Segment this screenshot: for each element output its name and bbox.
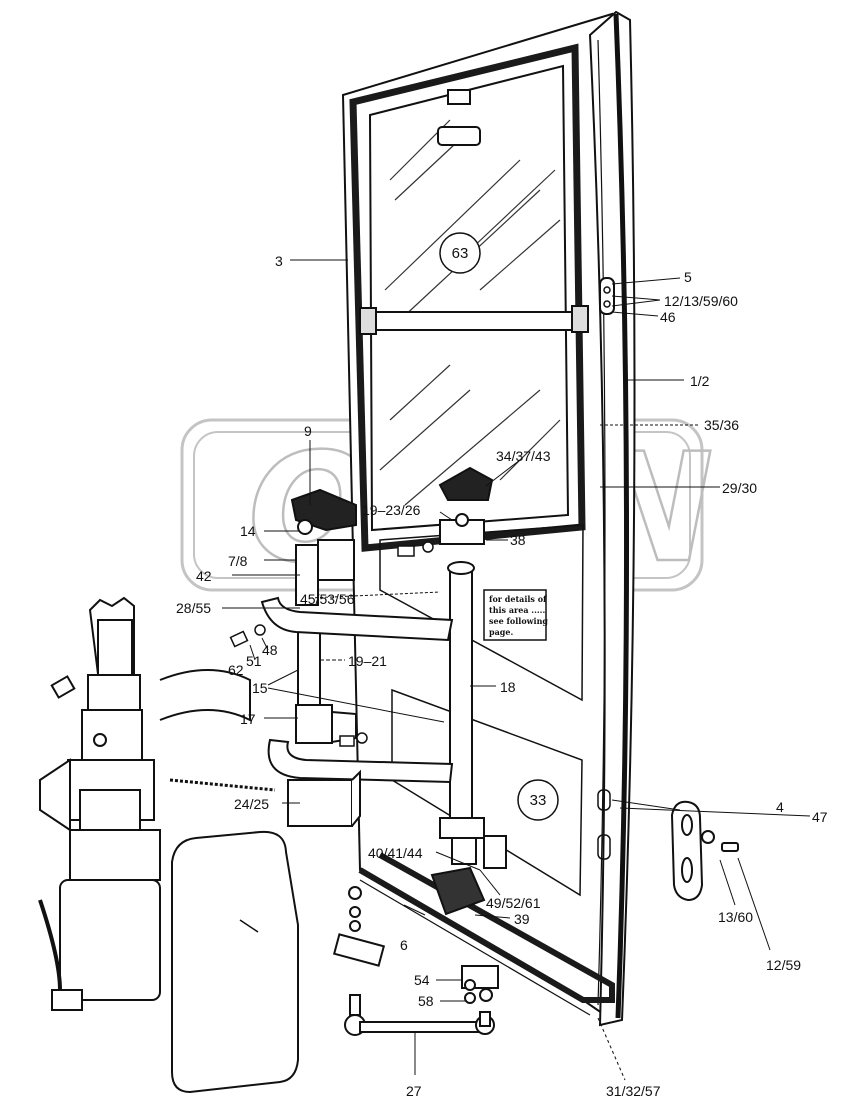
leader-lines	[222, 259, 811, 1081]
circled-label-63: 63	[439, 232, 481, 274]
door-mechanism	[229, 466, 507, 916]
note-line-1: for details of	[489, 594, 547, 604]
label-58: 58	[418, 993, 434, 1009]
note-line-4: page.	[489, 627, 513, 637]
door-assembly	[341, 10, 636, 1027]
circled-label-63-text: 63	[452, 245, 469, 262]
label-6: 6	[400, 937, 408, 953]
label-12-13-59-60: 12/13/59/60	[664, 293, 738, 309]
linkage-rod	[332, 886, 499, 1036]
label-27: 27	[406, 1083, 422, 1099]
label-35-36: 35/36	[704, 417, 739, 433]
label-47: 47	[812, 809, 828, 825]
circled-label-33: 33	[517, 779, 559, 821]
label-34-37-43: 34/37/43	[496, 448, 551, 464]
label-13-60: 13/60	[718, 909, 753, 925]
note-line-2: this area .....	[489, 605, 545, 615]
label-3: 3	[275, 253, 283, 269]
label-4: 4	[776, 799, 784, 815]
label-46: 46	[660, 309, 676, 325]
label-54: 54	[414, 972, 430, 988]
label-1-2: 1/2	[690, 373, 710, 389]
label-45-53-56: 45/53/56	[300, 591, 355, 607]
handle-plate	[670, 800, 739, 902]
label-17: 17	[240, 711, 256, 727]
label-42: 42	[196, 568, 212, 584]
label-40-41-44: 40/41/44	[368, 845, 423, 861]
label-38: 38	[510, 532, 526, 548]
detail-note-box: for details of this area ..... see follo…	[483, 589, 548, 641]
label-9: 9	[304, 423, 312, 439]
label-7-8: 7/8	[228, 553, 248, 569]
label-19-21: 19–21	[348, 653, 387, 669]
label-18: 18	[500, 679, 516, 695]
label-49-52-61: 49/52/61	[486, 895, 541, 911]
label-24-25: 24/25	[234, 796, 269, 812]
label-62: 62	[228, 662, 244, 678]
label-29-30: 29/30	[722, 480, 757, 496]
pneumatic-cylinder	[38, 596, 276, 1011]
label-39: 39	[514, 911, 530, 927]
part-labels: 3 5 12/13/59/60 46 1/2 35/36 9 34/37/43 …	[176, 253, 828, 1099]
label-5: 5	[684, 269, 692, 285]
label-31-32-57: 31/32/57	[606, 1083, 661, 1099]
label-28-55: 28/55	[176, 600, 211, 616]
circled-label-33-text: 33	[530, 792, 547, 809]
label-51: 51	[246, 653, 262, 669]
note-line-3: see following	[489, 616, 548, 626]
label-19-23-26: 19–23/26	[362, 502, 421, 518]
label-14: 14	[240, 523, 256, 539]
label-15: 15	[252, 680, 268, 696]
cylinder-cover	[171, 830, 299, 1094]
label-48: 48	[262, 642, 278, 658]
label-12-59: 12/59	[766, 957, 801, 973]
